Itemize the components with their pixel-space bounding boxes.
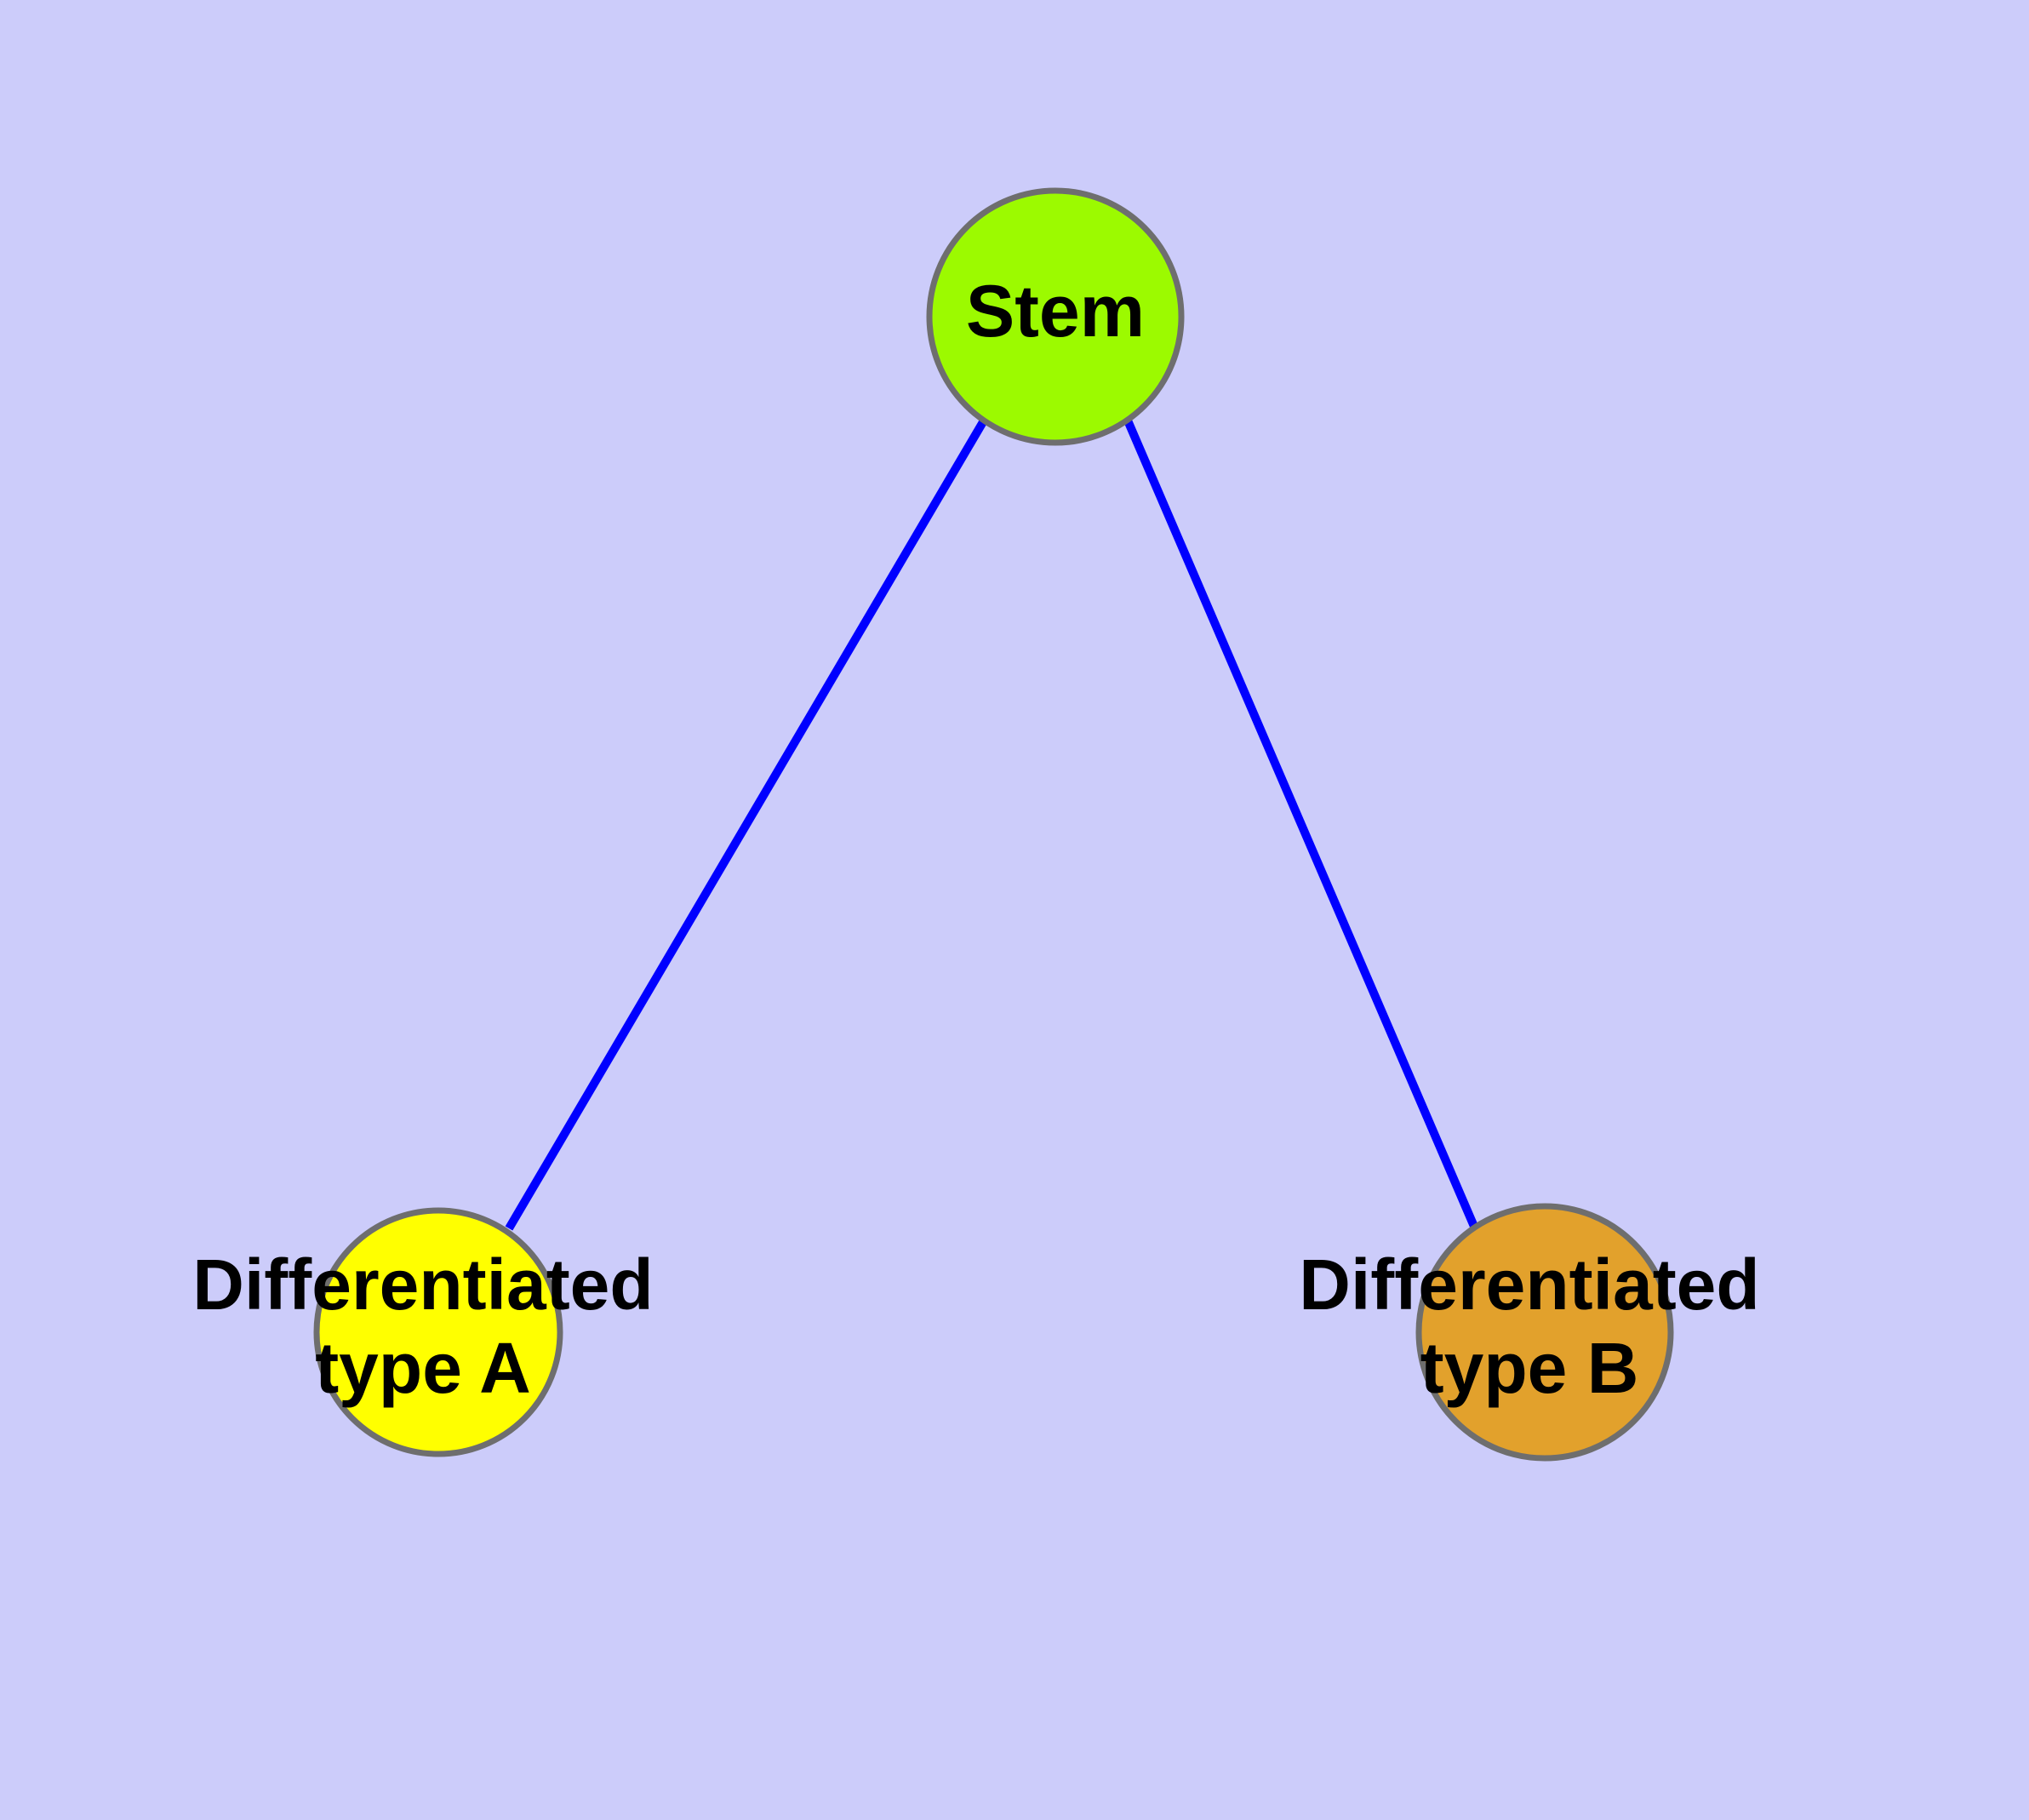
node-label-line: Differentiated [192,1245,653,1325]
edge-layer [505,418,1479,1231]
node-label-line: type A [315,1328,531,1408]
node-label-line: Stem [966,271,1145,352]
node-label-stem: Stem [966,271,1145,352]
node-layer [313,187,1674,1462]
edge-stem-to-differentiated-type-a[interactable] [505,418,988,1231]
node-stem[interactable] [926,187,1185,446]
edge-stem-to-differentiated-type-b[interactable] [1123,419,1479,1230]
node-label-line: Differentiated [1299,1245,1759,1325]
node-differentiated-type-b[interactable] [1415,1203,1674,1462]
node-label-line: type B [1420,1328,1639,1408]
node-differentiated-type-a[interactable] [313,1207,563,1457]
